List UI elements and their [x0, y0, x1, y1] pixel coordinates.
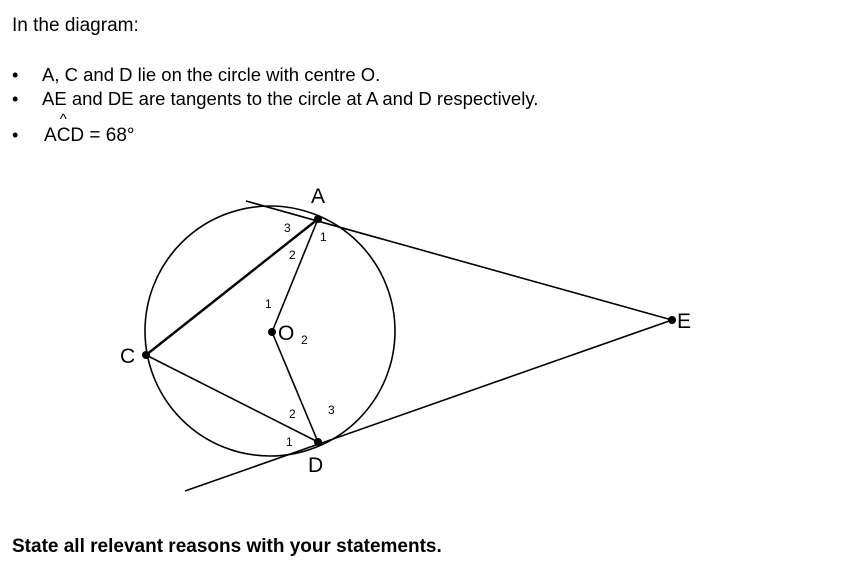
angle-label-d2: 2 [289, 407, 296, 421]
label-o: O [278, 322, 294, 345]
point-a [314, 215, 322, 223]
circle [144, 205, 396, 457]
given-fact-text: A, C and D lie on the circle with centre… [42, 64, 381, 85]
radius-oa [271, 218, 319, 333]
angle-vertex: ^C [56, 111, 71, 147]
angle-label-d3: 3 [328, 403, 335, 417]
point-o [268, 328, 276, 336]
angle-label-o2: 2 [301, 333, 308, 347]
angle-label-a3: 3 [284, 221, 291, 235]
hat-symbol: ^ [59, 111, 67, 128]
radius-od [271, 331, 319, 443]
point-e [668, 316, 676, 324]
footer-instruction: State all relevant reasons with your sta… [12, 536, 442, 557]
bullet-icon: • [12, 125, 19, 145]
angle-label-d1: 1 [286, 435, 293, 449]
label-e: E [677, 310, 691, 333]
chord-cd [145, 354, 319, 443]
point-c [142, 351, 150, 359]
given-fact-text: AE and DE are tangents to the circle at … [42, 88, 539, 109]
intro-text: In the diagram: [12, 15, 139, 36]
label-a: A [311, 185, 325, 208]
bullet-icon: • [12, 89, 19, 109]
angle-suffix: D = 68° [70, 125, 135, 146]
chord-ca [145, 218, 319, 356]
bullet-icon: • [12, 65, 19, 85]
angle-label-a2: 2 [289, 248, 296, 262]
point-d [314, 438, 322, 446]
label-c: C [120, 345, 135, 368]
label-d: D [308, 454, 323, 477]
angle-label-o1: 1 [265, 297, 272, 311]
tangent-line-ae [245, 200, 673, 321]
tangent-line-de [184, 319, 673, 492]
angle-expression: A^CD = 68° [44, 111, 135, 147]
angle-label-a1: 1 [320, 230, 327, 244]
angle-vertex-letter: C [56, 125, 71, 146]
angle-prefix: A [44, 125, 57, 146]
